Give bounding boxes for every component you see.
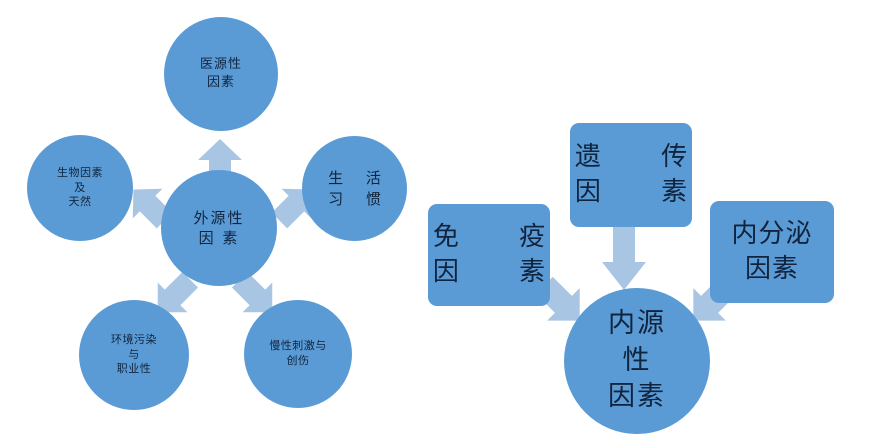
node-endogenous-line-3: 因素: [608, 381, 666, 413]
node-endogenous-line-2: 性: [622, 344, 652, 376]
node-iatrogenic-line-2: 因素: [206, 75, 235, 90]
node-lifestyle-habits[interactable]: 生 活 习 惯: [302, 136, 407, 241]
arrow-right-lifestyle: [271, 182, 318, 229]
node-exogenous-line-1: 外源性: [193, 208, 245, 227]
node-genetic-line-1: 遗 传: [574, 141, 714, 172]
node-immune-factors[interactable]: 免 疫 因 素: [428, 204, 550, 306]
node-iatrogenic-factors[interactable]: 医源性 因素: [164, 17, 278, 131]
node-endocrine-line-2: 因素: [744, 254, 799, 284]
node-biological-line-1: 生物因素: [57, 165, 103, 179]
node-chronic-line-1: 慢性刺激与: [269, 339, 327, 353]
node-endogenous-line-1: 内源: [608, 308, 666, 340]
node-exogenous-factors-center[interactable]: 外源性 因 素: [161, 170, 277, 286]
arrow-down-right-chronic: [231, 271, 280, 320]
node-lifestyle-line-2: 习 惯: [328, 189, 390, 208]
node-chronic-irritation-trauma[interactable]: 慢性刺激与 创伤: [244, 300, 352, 408]
node-immune-line-2: 因 素: [432, 257, 572, 287]
arrow-down-left-environment: [150, 271, 199, 320]
node-iatrogenic-line-1: 医源性: [199, 57, 242, 73]
node-biological-line-2: 及: [74, 180, 86, 194]
node-lifestyle-line-1: 生 活: [328, 169, 390, 188]
arrow-down-genetic: [600, 222, 648, 290]
node-chronic-line-2: 创伤: [286, 354, 310, 367]
node-environment-line-1: 环境污染: [111, 332, 157, 346]
node-biological-line-3: 天然: [68, 195, 92, 209]
node-endocrine-factors[interactable]: 内分泌 因素: [710, 201, 834, 303]
node-environment-line-2: 与: [128, 347, 140, 361]
node-immune-line-1: 免 疫: [432, 221, 572, 252]
node-exogenous-line-2: 因 素: [198, 229, 240, 247]
node-environment-line-3: 职业性: [116, 362, 152, 376]
node-endogenous-factors-center[interactable]: 内源 性 因素: [564, 288, 710, 434]
node-genetic-line-2: 因 素: [574, 177, 714, 207]
node-environmental-occupational[interactable]: 环境污染 与 职业性: [79, 300, 189, 410]
node-biological-natural-factors[interactable]: 生物因素 及 天然: [27, 135, 133, 241]
node-genetic-factors[interactable]: 遗 传 因 素: [570, 123, 692, 227]
node-endocrine-line-1: 内分泌: [731, 218, 813, 249]
